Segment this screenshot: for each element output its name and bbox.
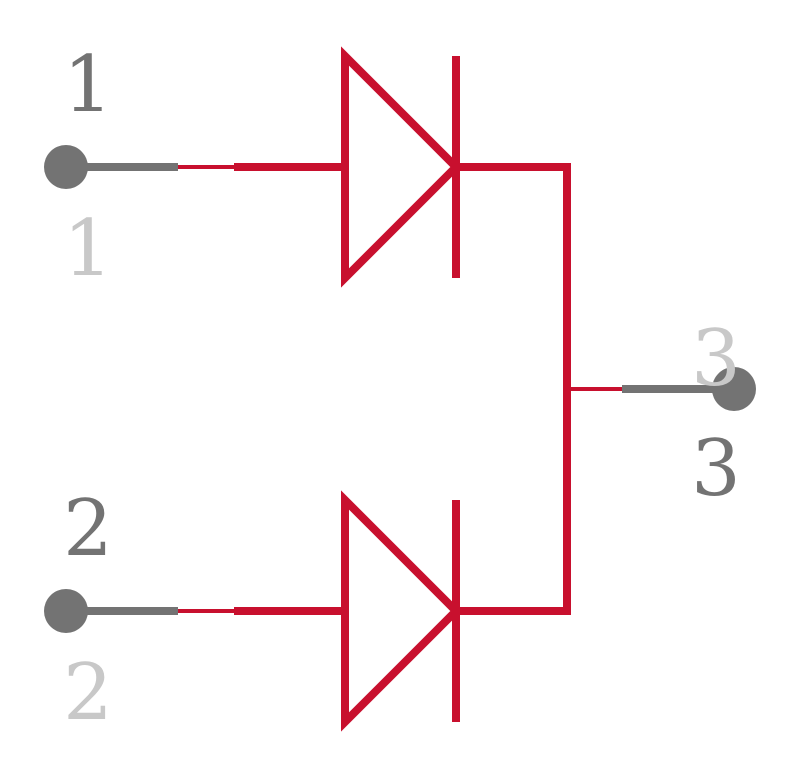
pin-3-name: 3 <box>691 314 741 404</box>
pin-1-name: 1 <box>63 204 113 294</box>
pin-3-terminal-dot[interactable] <box>712 367 756 411</box>
pin-2-number: 2 <box>63 484 113 574</box>
diode-1 <box>178 46 567 288</box>
diode-2-triangle <box>341 490 462 732</box>
pin-2-name: 2 <box>63 648 113 738</box>
diode-2 <box>178 490 567 732</box>
pin-3[interactable]: 3 <box>622 367 756 514</box>
common-cathode-net <box>563 163 622 615</box>
pin-2[interactable]: 2 2 <box>44 484 178 738</box>
diode-1-triangle <box>341 46 462 288</box>
pin-1-number: 1 <box>63 40 113 130</box>
pin-3-number: 3 <box>691 424 741 514</box>
pin-1[interactable]: 1 1 <box>44 40 178 294</box>
